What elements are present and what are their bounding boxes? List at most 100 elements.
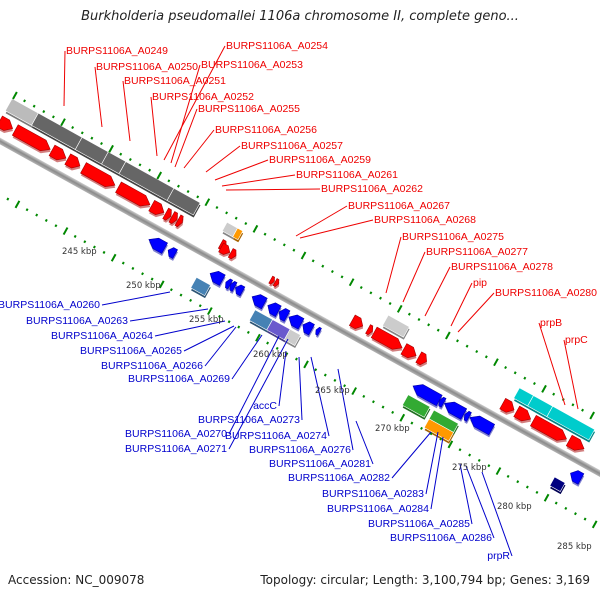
forward-gene-label-15[interactable]: BURPS1106A_A0277 — [426, 246, 528, 258]
reverse-gene-label-10[interactable]: BURPS1106A_A0271 — [125, 443, 227, 455]
forward-cds-4[interactable] — [80, 162, 120, 193]
reverse-cds-17-body[interactable] — [568, 468, 585, 485]
gray-feature-3[interactable] — [118, 161, 175, 203]
forward-gene-label-2[interactable]: BURPS1106A_A0251 — [124, 75, 226, 87]
reverse-cds-12-body[interactable] — [410, 381, 443, 407]
forward-gene-label-3[interactable]: BURPS1106A_A0252 — [152, 91, 254, 103]
reverse-gene-label-17[interactable]: BURPS1106A_A0286 — [390, 532, 492, 544]
forward-cds-2-body[interactable] — [48, 144, 69, 163]
reverse-cds-7[interactable] — [264, 300, 283, 320]
gray-feature-4[interactable] — [166, 187, 201, 218]
forward-cds-20[interactable] — [513, 405, 535, 427]
reverse-gene-label-15[interactable]: BURPS1106A_A0284 — [327, 503, 429, 515]
steelblue-feature-0-body[interactable] — [190, 276, 211, 297]
navy-feature-body[interactable] — [549, 476, 566, 492]
forward-cds-16-body[interactable] — [370, 326, 405, 353]
forward-cds-22[interactable] — [565, 434, 588, 456]
gray-feature-2[interactable] — [101, 151, 128, 177]
reverse-cds-13-body[interactable] — [437, 396, 447, 408]
forward-cds-21-body[interactable] — [529, 414, 569, 444]
forward-gene-label-13[interactable]: BURPS1106A_A0268 — [374, 214, 476, 226]
forward-gene-label-20[interactable]: prpC — [565, 334, 588, 346]
forward-cds-19[interactable] — [499, 397, 518, 417]
reverse-cds-14[interactable] — [441, 398, 468, 422]
forward-cds-15-body[interactable] — [365, 324, 375, 336]
reverse-cds-2-body[interactable] — [207, 268, 226, 286]
navy-feature[interactable] — [549, 476, 567, 495]
forward-cds-22-body[interactable] — [565, 434, 587, 454]
reverse-gene-label-11[interactable]: BURPS1106A_A0276 — [249, 444, 351, 456]
forward-gene-label-8[interactable]: BURPS1106A_A0257 — [241, 140, 343, 152]
cyan-feature-2-body[interactable] — [546, 405, 596, 441]
reverse-cds-15-body[interactable] — [462, 410, 472, 422]
forward-cds-6[interactable] — [148, 199, 168, 220]
forward-cds-4-body[interactable] — [80, 162, 118, 191]
forward-cds-5-body[interactable] — [115, 181, 153, 210]
reverse-cds-0[interactable] — [145, 234, 169, 256]
cyan-feature-2[interactable] — [546, 405, 596, 443]
reverse-gene-label-4[interactable]: BURPS1106A_A0266 — [101, 360, 203, 372]
forward-cds-0-body[interactable] — [0, 115, 16, 134]
reverse-cds-1[interactable] — [165, 246, 179, 261]
reverse-gene-label-3[interactable]: BURPS1106A_A0265 — [80, 345, 182, 357]
green-feature-0-body[interactable] — [401, 394, 431, 418]
reverse-cds-17[interactable] — [567, 468, 586, 487]
forward-gene-label-18[interactable]: BURPS1106A_A0280 — [495, 287, 597, 299]
forward-gene-label-1[interactable]: BURPS1106A_A0250 — [96, 61, 198, 73]
forward-cds-10-body[interactable] — [218, 242, 233, 257]
orange-feature[interactable] — [232, 227, 244, 243]
reverse-cds-5-body[interactable] — [233, 283, 246, 297]
reverse-cds-16-body[interactable] — [467, 412, 496, 436]
green-feature-0[interactable] — [401, 394, 431, 420]
reverse-cds-16[interactable] — [466, 412, 496, 438]
reverse-cds-9-body[interactable] — [286, 312, 305, 330]
reverse-cds-6-body[interactable] — [249, 292, 268, 310]
reverse-gene-label-9[interactable]: BURPS1106A_A0274 — [225, 430, 327, 442]
forward-gene-label-10[interactable]: BURPS1106A_A0261 — [296, 169, 398, 181]
reverse-cds-6[interactable] — [248, 292, 268, 312]
reverse-cds-1-body[interactable] — [166, 246, 178, 259]
reverse-cds-4[interactable] — [227, 280, 239, 294]
reverse-gene-label-7[interactable]: BURPS1106A_A0273 — [198, 414, 300, 426]
forward-cds-10[interactable] — [218, 242, 234, 259]
forward-gene-label-7[interactable]: BURPS1106A_A0256 — [215, 124, 317, 136]
forward-cds-5[interactable] — [115, 181, 155, 212]
reverse-cds-12[interactable] — [409, 381, 443, 409]
reverse-cds-9[interactable] — [285, 312, 305, 332]
forward-gene-label-4[interactable]: BURPS1106A_A0254 — [226, 40, 328, 52]
orange-feature-1[interactable] — [423, 418, 455, 444]
reverse-cds-13[interactable] — [436, 396, 448, 410]
forward-gene-label-12[interactable]: BURPS1106A_A0267 — [348, 200, 450, 212]
reverse-gene-label-13[interactable]: BURPS1106A_A0282 — [288, 472, 390, 484]
forward-cds-13[interactable] — [272, 278, 282, 290]
reverse-gene-label-6[interactable]: accC — [253, 400, 277, 412]
reverse-cds-14-body[interactable] — [442, 398, 468, 420]
reverse-cds-11[interactable] — [313, 326, 323, 338]
forward-gene-label-9[interactable]: BURPS1106A_A0259 — [269, 154, 371, 166]
forward-cds-0[interactable] — [0, 115, 17, 136]
forward-gene-label-5[interactable]: BURPS1106A_A0253 — [201, 59, 303, 71]
forward-gene-label-6[interactable]: BURPS1106A_A0255 — [198, 103, 300, 115]
forward-cds-12-body[interactable] — [268, 275, 276, 285]
forward-cds-7[interactable] — [162, 207, 175, 224]
reverse-gene-label-14[interactable]: BURPS1106A_A0283 — [322, 488, 424, 500]
forward-gene-label-11[interactable]: BURPS1106A_A0262 — [321, 183, 423, 195]
forward-cds-17[interactable] — [400, 343, 420, 364]
forward-cds-6-body[interactable] — [148, 199, 167, 217]
forward-cds-19-body[interactable] — [499, 397, 517, 415]
forward-cds-13-body[interactable] — [272, 278, 280, 288]
forward-cds-9[interactable] — [174, 214, 186, 230]
forward-cds-20-body[interactable] — [513, 405, 534, 424]
reverse-gene-label-12[interactable]: BURPS1106A_A0281 — [269, 458, 371, 470]
gray-feature-3-body[interactable] — [283, 328, 302, 346]
gray-feature-2-body[interactable] — [382, 314, 410, 338]
orange-feature-1-body[interactable] — [423, 418, 454, 442]
reverse-cds-15[interactable] — [461, 410, 473, 424]
gray-feature-2[interactable] — [382, 314, 411, 340]
forward-cds-17-body[interactable] — [400, 343, 419, 361]
reverse-gene-label-8[interactable]: BURPS1106A_A0270 — [125, 428, 227, 440]
forward-cds-14-body[interactable] — [348, 314, 365, 331]
reverse-cds-8-body[interactable] — [276, 307, 291, 322]
forward-gene-label-19[interactable]: prpB — [540, 317, 562, 329]
